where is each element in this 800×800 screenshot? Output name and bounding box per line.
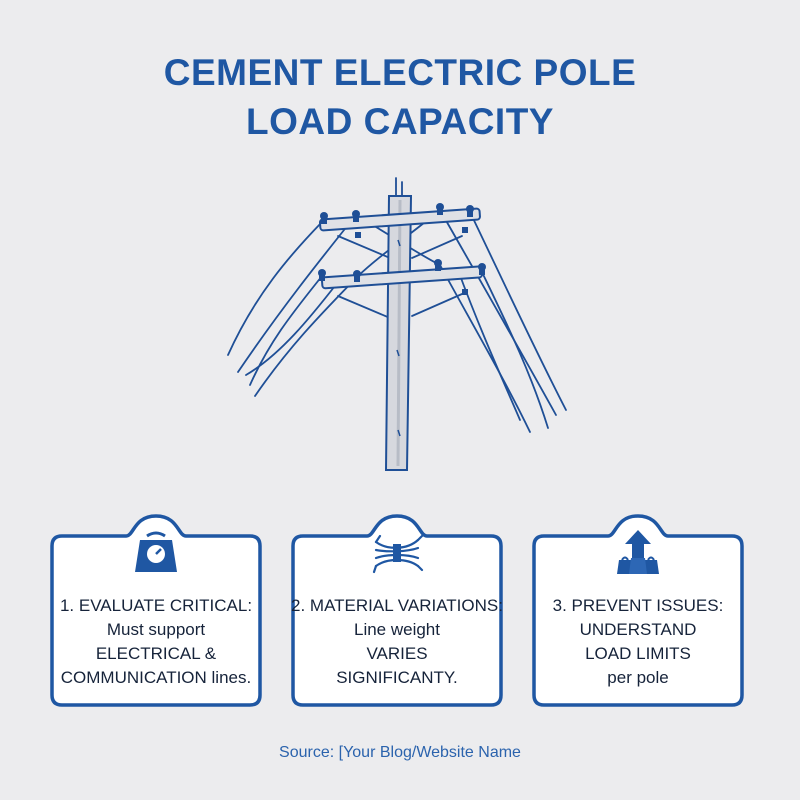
utility-pole-illustration [227,177,567,471]
title-line-1: CEMENT ELECTRIC POLE [163,52,637,93]
card-line: Line weight [353,620,440,639]
card-line: ELECTRICAL & [95,644,217,663]
card-line: SIGNIFICANTY. [336,668,458,687]
card-line: UNDERSTAND [579,620,697,639]
card-line: COMMUNICATION lines. [60,668,252,687]
title-line-2: LOAD CAPACITY [246,101,554,142]
page-title: CEMENT ELECTRIC POLE LOAD CAPACITY [0,48,800,146]
card-prevent-issues: 3. PREVENT ISSUES: UNDERSTAND LOAD LIMIT… [530,512,746,709]
card-text: 3. PREVENT ISSUES: UNDERSTAND LOAD LIMIT… [530,594,746,690]
card-evaluate-critical: 1. EVALUATE CRITICAL: Must support ELECT… [48,512,264,709]
card-line: Must support [106,620,206,639]
card-text: 1. EVALUATE CRITICAL: Must support ELECT… [48,594,264,690]
card-line: LOAD LIMITS [585,644,691,663]
card-material-variations: 2. MATERIAL VARIATIONS: Line weight VARI… [289,512,505,709]
card-line: per pole [607,668,669,687]
card-line: VARIES [366,644,428,663]
card-frame [532,514,744,707]
card-frame [50,514,262,707]
card-heading: 3. PREVENT ISSUES: [552,596,724,615]
cable-bundle-icon [372,534,424,574]
source-caption: Source: [Your Blog/Website Name [279,744,521,761]
card-text: 2. MATERIAL VARIATIONS: Line weight VARI… [289,594,505,690]
upward-arrow-weights-icon [617,530,659,574]
card-heading: 1. EVALUATE CRITICAL: [59,596,253,615]
card-heading: 2. MATERIAL VARIATIONS: [291,596,503,615]
weighing-scale-icon [135,531,177,572]
card-frame [291,514,503,707]
